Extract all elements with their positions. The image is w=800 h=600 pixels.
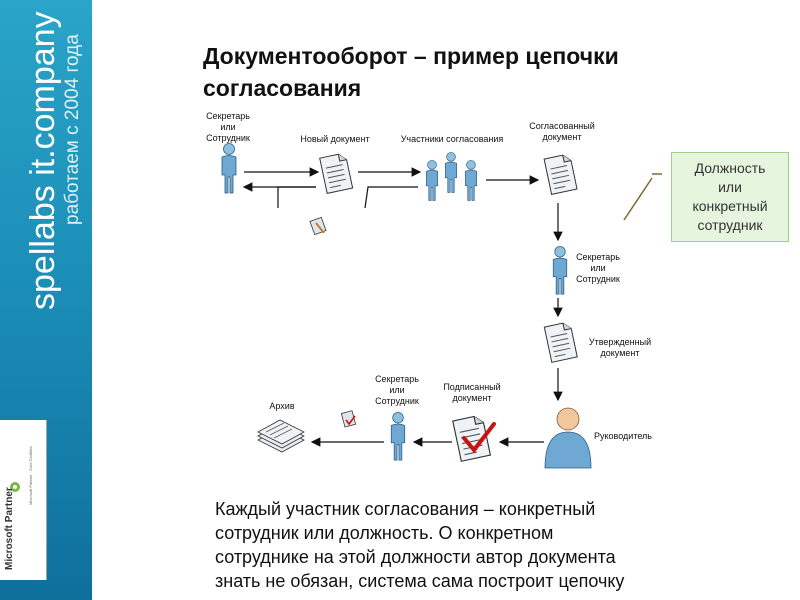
label-secretary-bottom: Секретарь или Сотрудник (375, 374, 419, 406)
description-line-2: сотрудник или должность. О конкретном (215, 523, 554, 543)
label-archive: Архив (269, 401, 295, 411)
description-line-1: Каждый участник согласования – конкретны… (215, 499, 596, 519)
label-secretary-right: Секретарь или Сотрудник (576, 252, 620, 284)
small-signed-doc-icon (340, 410, 357, 428)
edit-document-icon (309, 216, 327, 236)
label-participants: Участники согласования (400, 134, 504, 144)
label-manager: Руководитель (594, 431, 652, 441)
page-title: Документооборот – пример цепочки согласо… (203, 40, 793, 104)
secretary-top-figure (221, 143, 237, 194)
title-line-2: согласования (203, 75, 362, 101)
agreed-document-icon (543, 153, 578, 195)
note-line-2: или (718, 179, 742, 195)
secretary-bottom-figure (390, 412, 406, 461)
signed-document-icon (452, 414, 496, 462)
description-line-4: знать не обязан, система сама построит ц… (215, 571, 625, 591)
label-signed-document: Подписанный документ (443, 382, 501, 403)
label-secretary-top: Секретарь или Сотрудник (206, 111, 250, 143)
title-line-1: Документооборот – пример цепочки (203, 43, 619, 69)
role-note: Должность или конкретный сотрудник (671, 152, 789, 242)
new-document-icon (319, 152, 354, 194)
partner-logo-icon (10, 482, 20, 492)
partner-badge (0, 420, 47, 580)
approved-document-icon (543, 321, 578, 363)
note-line-3: конкретный (692, 198, 768, 214)
participants-group-icon (425, 152, 478, 201)
note-pointer (623, 173, 662, 221)
label-agreed-document: Согласованный документ (529, 121, 595, 142)
description-text: Каждый участник согласования – конкретны… (215, 497, 795, 593)
manager-figure (544, 407, 592, 469)
label-new-document: Новый документ (300, 134, 370, 144)
note-line-1: Должность (694, 160, 766, 176)
description-line-3: сотруднике на этой должности автор докум… (215, 547, 616, 567)
flow-arrows (242, 167, 563, 447)
label-approved-document: Утвержденный документ (588, 337, 652, 358)
archive-icon (257, 419, 305, 453)
note-line-4: сотрудник (697, 217, 763, 233)
